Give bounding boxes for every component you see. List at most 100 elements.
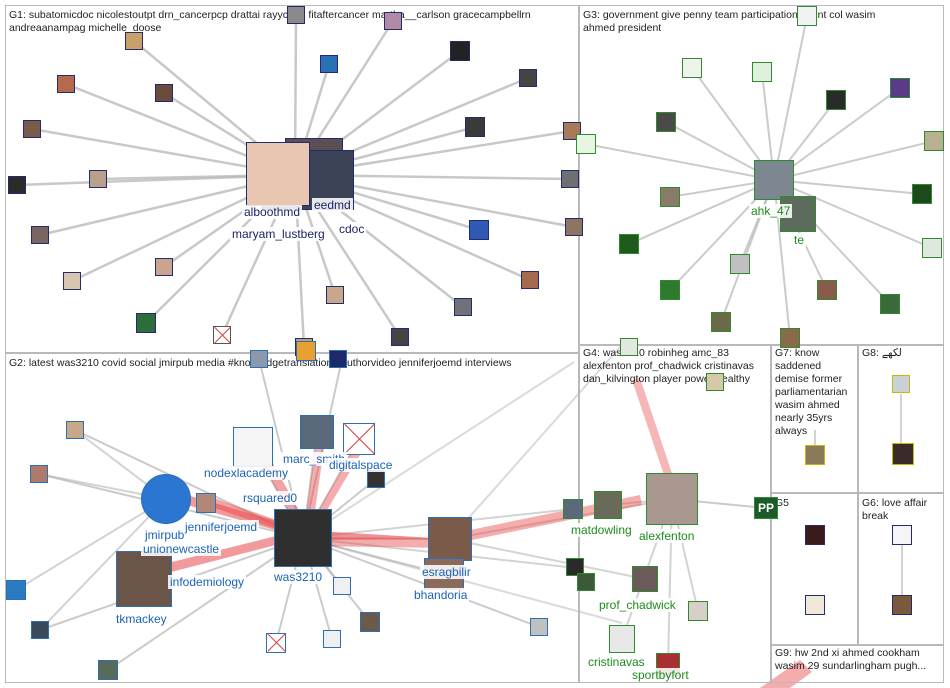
node-g2-i[interactable]: [329, 350, 347, 368]
node-g1-e[interactable]: [450, 41, 470, 61]
group-box-g3: [579, 5, 944, 345]
node-g1-a[interactable]: [125, 32, 143, 50]
node-g8-b[interactable]: [892, 443, 914, 465]
node-g1-t[interactable]: [521, 271, 539, 289]
label-unionewcastle: unionewcastle: [141, 542, 222, 556]
node-g3-b[interactable]: [682, 58, 702, 78]
node-g5-b[interactable]: [805, 595, 825, 615]
node-g1-d[interactable]: [320, 55, 338, 73]
group-title-g9: G9: hw 2nd xi ahmed cookham wasim 29 sun…: [775, 647, 927, 672]
node-g6-b[interactable]: [892, 595, 912, 615]
group-title-g4: G4: was3210 robinheg amc_83 alexfenton p…: [583, 347, 755, 385]
node-g1-g[interactable]: [155, 84, 173, 102]
node-g7-a[interactable]: [805, 445, 825, 465]
node-ahk-47-avatar[interactable]: [754, 160, 794, 200]
node-g6-a[interactable]: [892, 525, 912, 545]
edge-cross: [449, 498, 673, 540]
node-g4-f[interactable]: [706, 373, 724, 391]
node-g3-j[interactable]: [912, 184, 932, 204]
edge-red-8: [298, 530, 450, 540]
node-tkmackey-avatar[interactable]: [116, 551, 172, 607]
node-was3210-avatar[interactable]: [274, 509, 332, 567]
edge-g3: [720, 179, 775, 323]
node-g1-l[interactable]: [89, 170, 107, 188]
node-g4-a[interactable]: [563, 499, 583, 519]
node-g5-a[interactable]: [805, 525, 825, 545]
node-g4-e[interactable]: [620, 338, 638, 356]
node-g2-c[interactable]: [6, 580, 26, 600]
node-g1-u[interactable]: [326, 286, 344, 304]
node-g4-d[interactable]: [688, 601, 708, 621]
node-g8-a[interactable]: [892, 375, 910, 393]
node-g1-n[interactable]: [8, 176, 26, 194]
edge-g2-jmir: [15, 498, 167, 591]
node-marc-smith-avatar[interactable]: [300, 415, 334, 449]
node-g2-missing-image-icon[interactable]: [266, 633, 286, 653]
group-box-g8: [858, 345, 944, 493]
node-g1-s[interactable]: [63, 272, 81, 290]
node-g1-p[interactable]: [469, 220, 489, 240]
node-g1-missing-image-icon[interactable]: [213, 326, 231, 344]
node-digitalspace-missing-image-icon[interactable]: [343, 423, 375, 455]
node-g1-c[interactable]: [384, 12, 402, 30]
node-g2-f[interactable]: [367, 470, 385, 488]
node-matdowling-avatar[interactable]: [594, 491, 622, 519]
node-g1-i[interactable]: [23, 120, 41, 138]
node-g3-c[interactable]: [752, 62, 772, 82]
node-g3-l[interactable]: [922, 238, 942, 258]
node-prof-chadwick-avatar[interactable]: [632, 566, 658, 592]
node-jmirpub-logo[interactable]: [141, 474, 191, 524]
node-g3-e[interactable]: [826, 90, 846, 110]
node-g2-l[interactable]: [323, 630, 341, 648]
node-g1-f[interactable]: [57, 75, 75, 93]
edge-g2: [302, 537, 540, 628]
node-g1-h[interactable]: [519, 69, 537, 87]
node-g2-m[interactable]: [360, 612, 380, 632]
node-g2-n[interactable]: [530, 618, 548, 636]
node-g1-j[interactable]: [465, 117, 485, 137]
node-g3-p[interactable]: [880, 294, 900, 314]
label-prof-chadwick: prof_chadwick: [597, 598, 678, 612]
edge-g3: [628, 179, 775, 245]
node-g3-f[interactable]: [656, 112, 676, 132]
node-g1-m[interactable]: [561, 170, 579, 188]
node-g1-r[interactable]: [155, 258, 173, 276]
node-g3-h[interactable]: [924, 131, 944, 151]
node-g4-c[interactable]: [577, 573, 595, 591]
node-g1-y[interactable]: [391, 328, 409, 346]
node-jenniferjoemd-avatar[interactable]: [196, 493, 216, 513]
node-g1-b[interactable]: [287, 6, 305, 24]
node-g2-g[interactable]: [250, 350, 268, 368]
node-g3-n[interactable]: [660, 280, 680, 300]
node-alboothmd-avatar[interactable]: [246, 142, 310, 206]
node-g3-a[interactable]: [797, 6, 817, 26]
node-g3-o[interactable]: [817, 280, 837, 300]
node-g4-b[interactable]: [566, 558, 584, 576]
node-g3-q[interactable]: [711, 312, 731, 332]
group-box-g6: [858, 493, 944, 645]
node-g3-d[interactable]: [890, 78, 910, 98]
node-g2-e[interactable]: [98, 660, 118, 680]
node-g1-q[interactable]: [565, 218, 583, 236]
node-g2-b[interactable]: [30, 465, 48, 483]
node-g2-a[interactable]: [66, 421, 84, 439]
node-nodexlacademy-logo[interactable]: [233, 427, 273, 467]
node-esragbilir-avatar[interactable]: [428, 517, 472, 561]
node-pp-logo[interactable]: PP: [754, 497, 778, 519]
node-cristinavas-avatar[interactable]: [609, 625, 635, 653]
node-g3-k[interactable]: [619, 234, 639, 254]
node-g3-r[interactable]: [780, 328, 800, 348]
group-box-g9: [771, 645, 944, 683]
node-g2-d[interactable]: [31, 621, 49, 639]
node-alexfenton-avatar[interactable]: [646, 473, 698, 525]
node-g1-w[interactable]: [136, 313, 156, 333]
node-g2-h[interactable]: [296, 341, 316, 361]
node-g1-o[interactable]: [31, 226, 49, 244]
edge-g2-jmir: [39, 498, 167, 631]
node-g3-i[interactable]: [660, 187, 680, 207]
node-g3-g[interactable]: [576, 134, 596, 154]
node-g1-v[interactable]: [454, 298, 472, 316]
node-g3-m[interactable]: [730, 254, 750, 274]
node-g2-j[interactable]: [333, 577, 351, 595]
